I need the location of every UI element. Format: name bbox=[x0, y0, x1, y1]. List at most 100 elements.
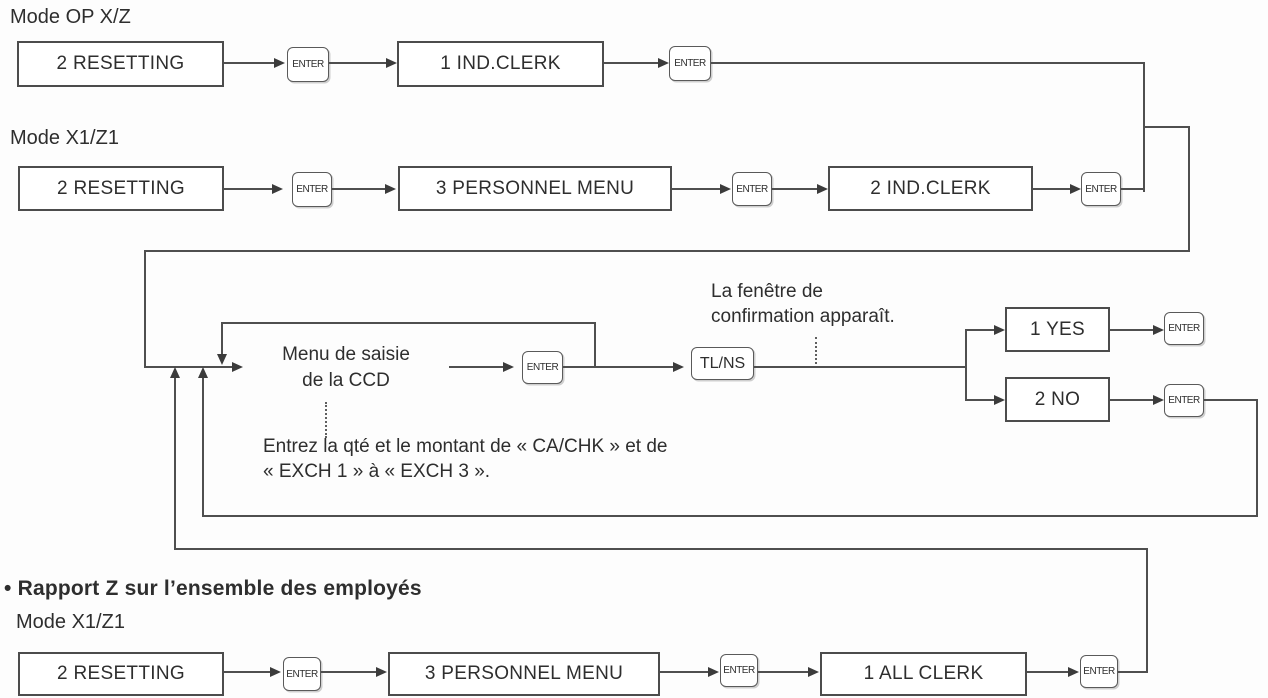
box-no: 2 NO bbox=[1005, 377, 1110, 422]
arrow-right-icon bbox=[270, 667, 281, 677]
connector-line bbox=[321, 671, 376, 673]
connector-line bbox=[1110, 329, 1153, 331]
box-personnel-menu-x1z1-row: 3 PERSONNEL MENU bbox=[398, 166, 672, 211]
connector-line bbox=[332, 188, 385, 190]
connector-line bbox=[224, 188, 272, 190]
connector-line bbox=[604, 62, 658, 64]
arrow-right-icon bbox=[708, 667, 719, 677]
arrow-right-icon bbox=[994, 395, 1005, 405]
connector-line bbox=[224, 62, 274, 64]
key-label: ENTER bbox=[1085, 183, 1117, 195]
connector-line bbox=[594, 322, 596, 368]
connector-line bbox=[672, 188, 720, 190]
arrow-right-icon bbox=[1153, 395, 1164, 405]
bullet-icon: • bbox=[4, 577, 12, 600]
key-label: TL/NS bbox=[699, 354, 746, 372]
connector-line bbox=[144, 366, 232, 368]
connector-line bbox=[1110, 399, 1153, 401]
key-label: ENTER bbox=[526, 362, 559, 373]
box-resetting-x1z1-row: 2 RESETTING bbox=[18, 166, 224, 211]
key-label: ENTER bbox=[723, 665, 755, 676]
connector-line bbox=[174, 378, 176, 550]
box-yes: 1 YES bbox=[1005, 307, 1110, 352]
arrow-right-icon bbox=[232, 362, 243, 372]
enter-key: ENTER bbox=[1081, 172, 1121, 206]
box-ind-clerk-x1z1-row: 2 IND.CLERK bbox=[828, 166, 1033, 211]
enter-key: ENTER bbox=[287, 47, 329, 82]
connector-line bbox=[449, 366, 503, 368]
arrow-right-icon bbox=[385, 184, 396, 194]
enter-key: ENTER bbox=[1164, 384, 1204, 417]
ccd-menu-text-line1: Menu de saisie bbox=[282, 344, 410, 365]
arrow-right-icon bbox=[1153, 325, 1164, 335]
connector-line bbox=[1256, 399, 1258, 517]
enter-key: ENTER bbox=[720, 654, 758, 687]
box-resetting-op-row: 2 RESETTING bbox=[17, 41, 224, 87]
connector-line bbox=[174, 548, 1148, 550]
connector-line bbox=[221, 323, 223, 355]
connector-line bbox=[1204, 399, 1258, 401]
arrow-right-icon bbox=[808, 667, 819, 677]
enter-key: ENTER bbox=[1080, 655, 1118, 688]
connector-line bbox=[329, 62, 386, 64]
enter-key: ENTER bbox=[283, 657, 321, 691]
connector-line bbox=[563, 366, 673, 368]
enter-key: ENTER bbox=[732, 172, 772, 206]
box-label: 1 ALL CLERK bbox=[863, 663, 984, 684]
box-label: 1 IND.CLERK bbox=[440, 53, 561, 74]
ccd-note-line2: « EXCH 1 » à « EXCH 3 ». bbox=[263, 461, 491, 482]
connector-line bbox=[1027, 671, 1068, 673]
connector-line bbox=[224, 671, 270, 673]
ccd-menu-text-line2: de la CCD bbox=[302, 370, 390, 391]
confirm-note-line1: La fenêtre de bbox=[711, 281, 823, 302]
connector-line bbox=[1033, 188, 1070, 190]
connector-line bbox=[965, 399, 995, 401]
box-label: 3 PERSONNEL MENU bbox=[424, 663, 624, 684]
key-label: ENTER bbox=[296, 184, 328, 195]
connector-line bbox=[1118, 671, 1148, 673]
key-label: ENTER bbox=[1083, 666, 1115, 677]
arrow-right-icon bbox=[1070, 184, 1081, 194]
enter-key: ENTER bbox=[1164, 312, 1204, 345]
heading-text: Rapport Z sur l’ensemble des employés bbox=[17, 577, 422, 600]
connector-line bbox=[202, 378, 204, 517]
connector-line bbox=[144, 250, 1190, 252]
arrow-right-icon bbox=[658, 58, 669, 68]
arrow-up-icon bbox=[170, 367, 180, 378]
connector-line bbox=[965, 329, 995, 331]
connector-line bbox=[711, 62, 1145, 64]
box-label: 2 RESETTING bbox=[56, 53, 185, 74]
box-label: 1 YES bbox=[1029, 318, 1086, 340]
connector-line bbox=[1188, 126, 1190, 252]
arrow-right-icon bbox=[817, 184, 828, 194]
arrow-down-icon bbox=[217, 354, 227, 365]
box-label: 2 RESETTING bbox=[57, 177, 185, 199]
heading-rapport-z: • Rapport Z sur l’ensemble des employés bbox=[4, 577, 422, 601]
enter-key: ENTER bbox=[292, 172, 332, 207]
connector-line bbox=[144, 250, 146, 368]
box-all-clerk: 1 ALL CLERK bbox=[820, 652, 1027, 696]
connector-line bbox=[772, 188, 817, 190]
connector-line bbox=[202, 515, 1258, 517]
arrow-right-icon bbox=[503, 362, 514, 372]
box-label: 2 IND.CLERK bbox=[870, 177, 991, 199]
connector-line bbox=[1143, 126, 1190, 128]
box-label: 2 NO bbox=[1034, 388, 1081, 410]
arrow-right-icon bbox=[720, 184, 731, 194]
arrow-right-icon bbox=[673, 362, 684, 372]
arrow-right-icon bbox=[272, 184, 283, 194]
connector-line bbox=[1121, 188, 1145, 190]
arrow-right-icon bbox=[376, 667, 387, 677]
key-label: ENTER bbox=[736, 183, 768, 195]
key-label: ENTER bbox=[292, 59, 324, 70]
enter-key: ENTER bbox=[669, 46, 711, 81]
heading-mode-op-xz: Mode OP X/Z bbox=[10, 6, 131, 28]
dotted-callout-line bbox=[325, 402, 327, 438]
ccd-note-line1: Entrez la qté et le montant de « CA/CHK … bbox=[263, 436, 668, 457]
box-ind-clerk-op-row: 1 IND.CLERK bbox=[397, 41, 604, 87]
box-personnel-menu-allclerk-row: 3 PERSONNEL MENU bbox=[388, 652, 660, 696]
connector-line bbox=[1146, 548, 1148, 673]
arrow-up-icon bbox=[198, 367, 208, 378]
arrow-right-icon bbox=[274, 58, 285, 68]
